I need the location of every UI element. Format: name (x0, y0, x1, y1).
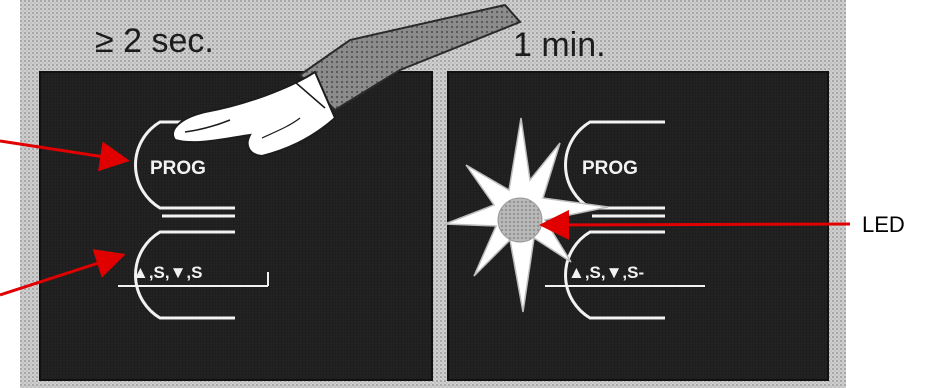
right-prog-label: PROG (582, 158, 638, 179)
led-indicator (498, 198, 542, 242)
callout-arrow-led (545, 224, 850, 225)
left-symbols-label: ▲,S,▼,S (132, 263, 203, 282)
right-time-label: 1 min. (513, 26, 606, 64)
left-prog-label: PROG (150, 158, 206, 179)
led-label: LED (862, 212, 905, 237)
left-time-label: ≥ 2 sec. (95, 22, 214, 60)
right-symbols-label: ▲,S,▼,S- (568, 263, 644, 282)
